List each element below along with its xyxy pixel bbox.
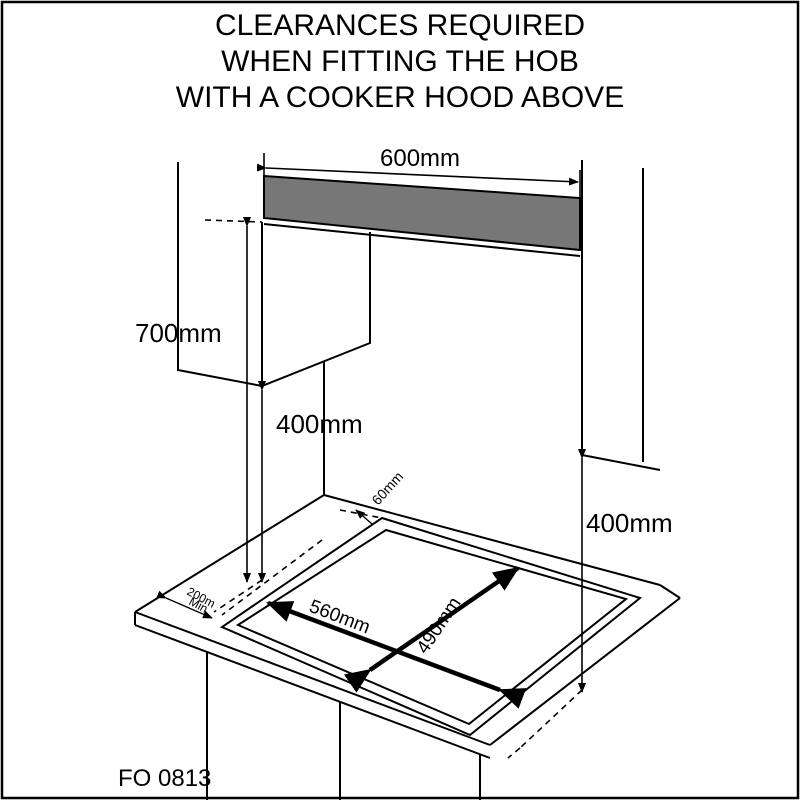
left-400-label: 400mm <box>276 409 363 439</box>
projection-lines <box>204 219 583 759</box>
hood-width-dimension <box>256 153 581 198</box>
cooker-hood <box>263 174 581 252</box>
title-line-2: WHEN FITTING THE HOB <box>221 45 579 78</box>
title-line-1: CLEARANCES REQUIRED <box>214 9 586 42</box>
hob-depth-label: 490mm <box>413 594 466 658</box>
base-units <box>206 652 481 800</box>
reference-code: FO 0813 <box>118 765 211 792</box>
left-wall-cabinet <box>177 162 371 388</box>
title-line-3: WITH A COOKER HOOD ABOVE <box>175 81 625 114</box>
side-min-dimension <box>156 590 213 619</box>
hood-underside-line <box>263 223 581 257</box>
hob <box>219 516 643 737</box>
right-wall-cabinet <box>581 160 661 471</box>
rear-gap-label: 60mm <box>368 468 406 508</box>
hob-width-arrow <box>266 600 527 709</box>
height-700-label: 700mm <box>135 318 222 348</box>
rear-gap-dimension <box>355 509 373 525</box>
hood-width-label: 600mm <box>380 145 460 172</box>
hob-depth-arrow <box>343 566 520 693</box>
right-400-label: 400mm <box>586 508 673 538</box>
